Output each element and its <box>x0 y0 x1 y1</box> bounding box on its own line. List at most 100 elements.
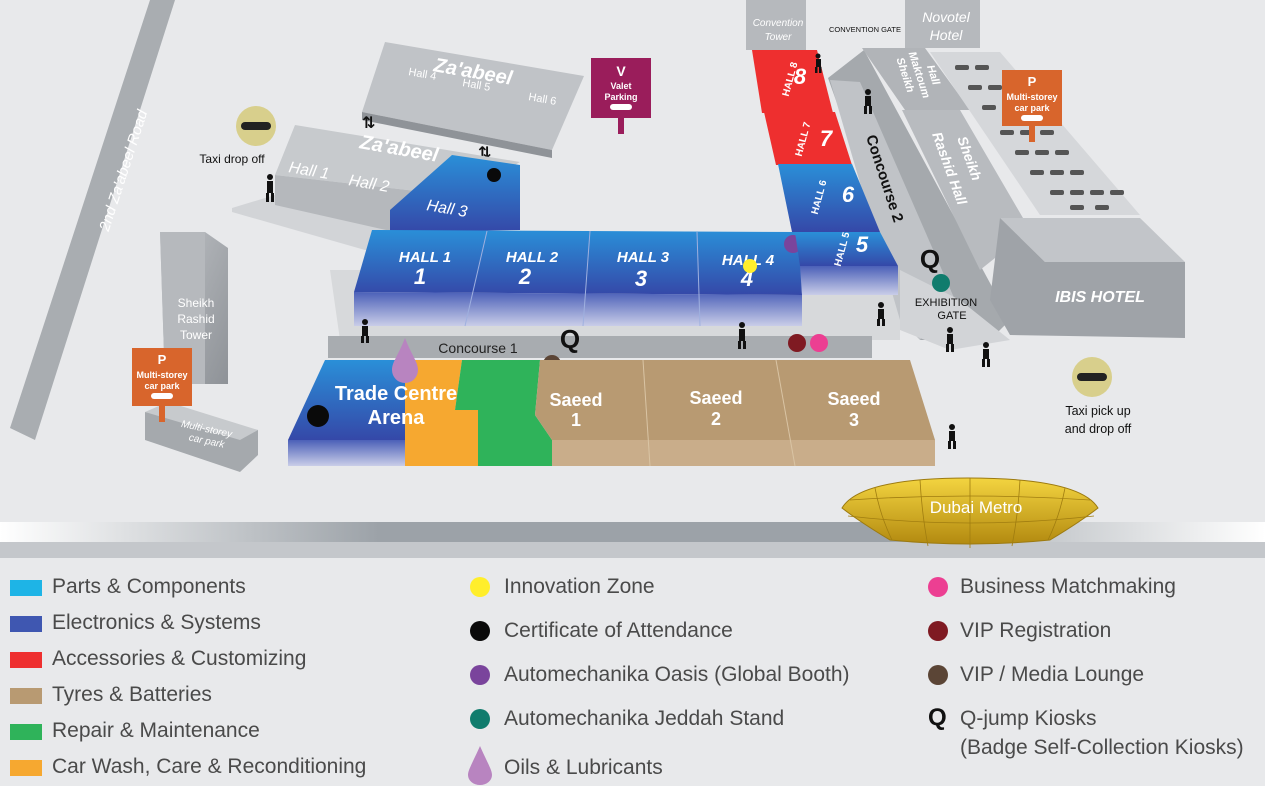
maktoum-hall <box>862 48 970 110</box>
convention-gate-label: CONVENTION GATE <box>829 25 901 34</box>
arena-front <box>288 440 405 466</box>
saeed-label: Saeed <box>549 390 602 410</box>
saeed-block <box>535 360 935 440</box>
parking-car-icon <box>1021 115 1043 121</box>
legend: Parts & Components Electronics & Systems… <box>0 560 1265 786</box>
convention-tower <box>746 0 806 50</box>
saeed-label: Saeed <box>689 388 742 408</box>
hall8-block <box>752 50 833 113</box>
hall-number: 6 <box>842 182 855 207</box>
pedestrian-icon <box>948 424 956 449</box>
concourse1-label: Concourse 1 <box>438 340 518 356</box>
matchmaking-dot <box>810 334 828 352</box>
legend-swatch-parts <box>10 580 42 596</box>
pedestrian-icon <box>738 322 746 349</box>
legend-dot-oasis <box>470 665 490 685</box>
legend-swatch-carwash <box>10 760 42 776</box>
zaabeel-lower-hall: Hall 2 <box>347 172 390 196</box>
zaabeel-upper-hall: Hall 5 <box>461 77 491 94</box>
ibis-hotel <box>990 218 1185 338</box>
hall-divider <box>582 230 591 327</box>
convention-tower-label: Tower <box>765 32 793 43</box>
concourse1-strip <box>328 336 872 358</box>
zaabeel-lower-hall: Hall 1 <box>287 159 330 183</box>
saeed-number: 1 <box>571 410 581 430</box>
legend-label: Oils & Lubricants <box>504 756 663 779</box>
ibis-hotel-label: IBIS HOTEL <box>1055 289 1145 306</box>
hall-divider <box>464 230 488 327</box>
hall5-front <box>800 266 898 295</box>
taxi-pickup-car <box>1077 373 1107 381</box>
hall6-block <box>778 164 880 232</box>
legend-label: Business Matchmaking <box>960 575 1176 598</box>
saeed-label: Saeed <box>827 389 880 409</box>
zaabeel-road <box>10 0 175 440</box>
zaabeel-upper-hall: Hall 6 <box>527 91 557 108</box>
novotel-label: Hotel <box>930 27 964 43</box>
parking-pole <box>159 406 165 422</box>
dubai-metro-label: Dubai Metro <box>930 498 1023 517</box>
convention-tower-label: Convention <box>753 18 804 29</box>
zaabeel-lower-platform <box>232 195 390 250</box>
metro-grid <box>847 478 1095 548</box>
legend-label: (Badge Self-Collection Kiosks) <box>960 736 1244 759</box>
pedestrian-icon <box>361 319 369 343</box>
parking-text: car park <box>144 381 180 391</box>
parking-text: Multi-storey <box>1006 92 1057 102</box>
tower-label: Rashid <box>177 312 214 326</box>
legend-label: Certificate of Attendance <box>504 619 733 642</box>
pedestrian-icon <box>982 342 990 367</box>
pedestrian-icon <box>877 302 885 326</box>
novotel-building <box>905 0 980 48</box>
car-park-top <box>145 402 258 440</box>
pedestrian-icon <box>815 53 822 73</box>
legend-label: Electronics & Systems <box>52 611 261 634</box>
legend-swatch-tyres <box>10 688 42 704</box>
hall-number: 3 <box>635 266 647 291</box>
main-halls-front <box>354 292 802 326</box>
hall-number: 8 <box>794 64 807 89</box>
valet-car-icon <box>610 104 632 110</box>
legend-dot-certificate <box>470 621 490 641</box>
hall-number: 7 <box>820 126 834 151</box>
q-kiosk-marker: Q <box>560 324 580 354</box>
pedestrian-icon <box>946 327 954 352</box>
saeed-number: 2 <box>711 409 721 429</box>
parking-car-icon <box>151 393 173 399</box>
pedestrian-icon <box>266 174 274 202</box>
arena-label: Trade Centre <box>335 383 457 405</box>
parking-letter: P <box>158 352 167 367</box>
innovation-dot <box>743 259 757 273</box>
hall-number: 1 <box>414 264 426 289</box>
parking-pole <box>1029 126 1035 142</box>
sheikh-rashid-tower-face <box>160 232 205 384</box>
certificate-dot <box>307 405 329 427</box>
legend-label: Automechanika Jeddah Stand <box>504 707 785 730</box>
hall-label: HALL 3 <box>617 249 670 266</box>
parked-cars <box>955 65 1124 210</box>
novotel-label: Novotel <box>922 9 970 25</box>
legend-label: Parts & Components <box>52 575 246 598</box>
legend-swatch-repair <box>10 724 42 740</box>
hall-divider <box>642 359 651 467</box>
valet-text: Valet <box>610 81 631 91</box>
arena-label: Arena <box>368 407 426 429</box>
legend-label: Tyres & Batteries <box>52 683 212 706</box>
parking-text: car park <box>1014 103 1050 113</box>
saeed-number: 3 <box>849 410 859 430</box>
exhibition-gate-path <box>900 270 1010 350</box>
legend-label: Car Wash, Care & Reconditioning <box>52 755 367 778</box>
legend-label: Accessories & Customizing <box>52 647 307 670</box>
zaabeel-upper-hall: Hall 4 <box>407 66 437 83</box>
legend-swatch-accessories <box>10 652 42 668</box>
legend-label: Automechanika Oasis (Global Booth) <box>504 663 850 686</box>
legend-q-icon: Q <box>928 704 947 731</box>
concourse2-band <box>830 80 955 340</box>
legend-dot-vip-lounge <box>928 665 948 685</box>
hall-number: 5 <box>856 232 869 257</box>
hall-divider <box>775 359 796 467</box>
legend-label: VIP / Media Lounge <box>960 663 1145 686</box>
zaabeel-upper-side <box>362 112 552 158</box>
legend-label: Innovation Zone <box>504 575 655 598</box>
taxi-pickup-label: and drop off <box>1065 422 1132 436</box>
